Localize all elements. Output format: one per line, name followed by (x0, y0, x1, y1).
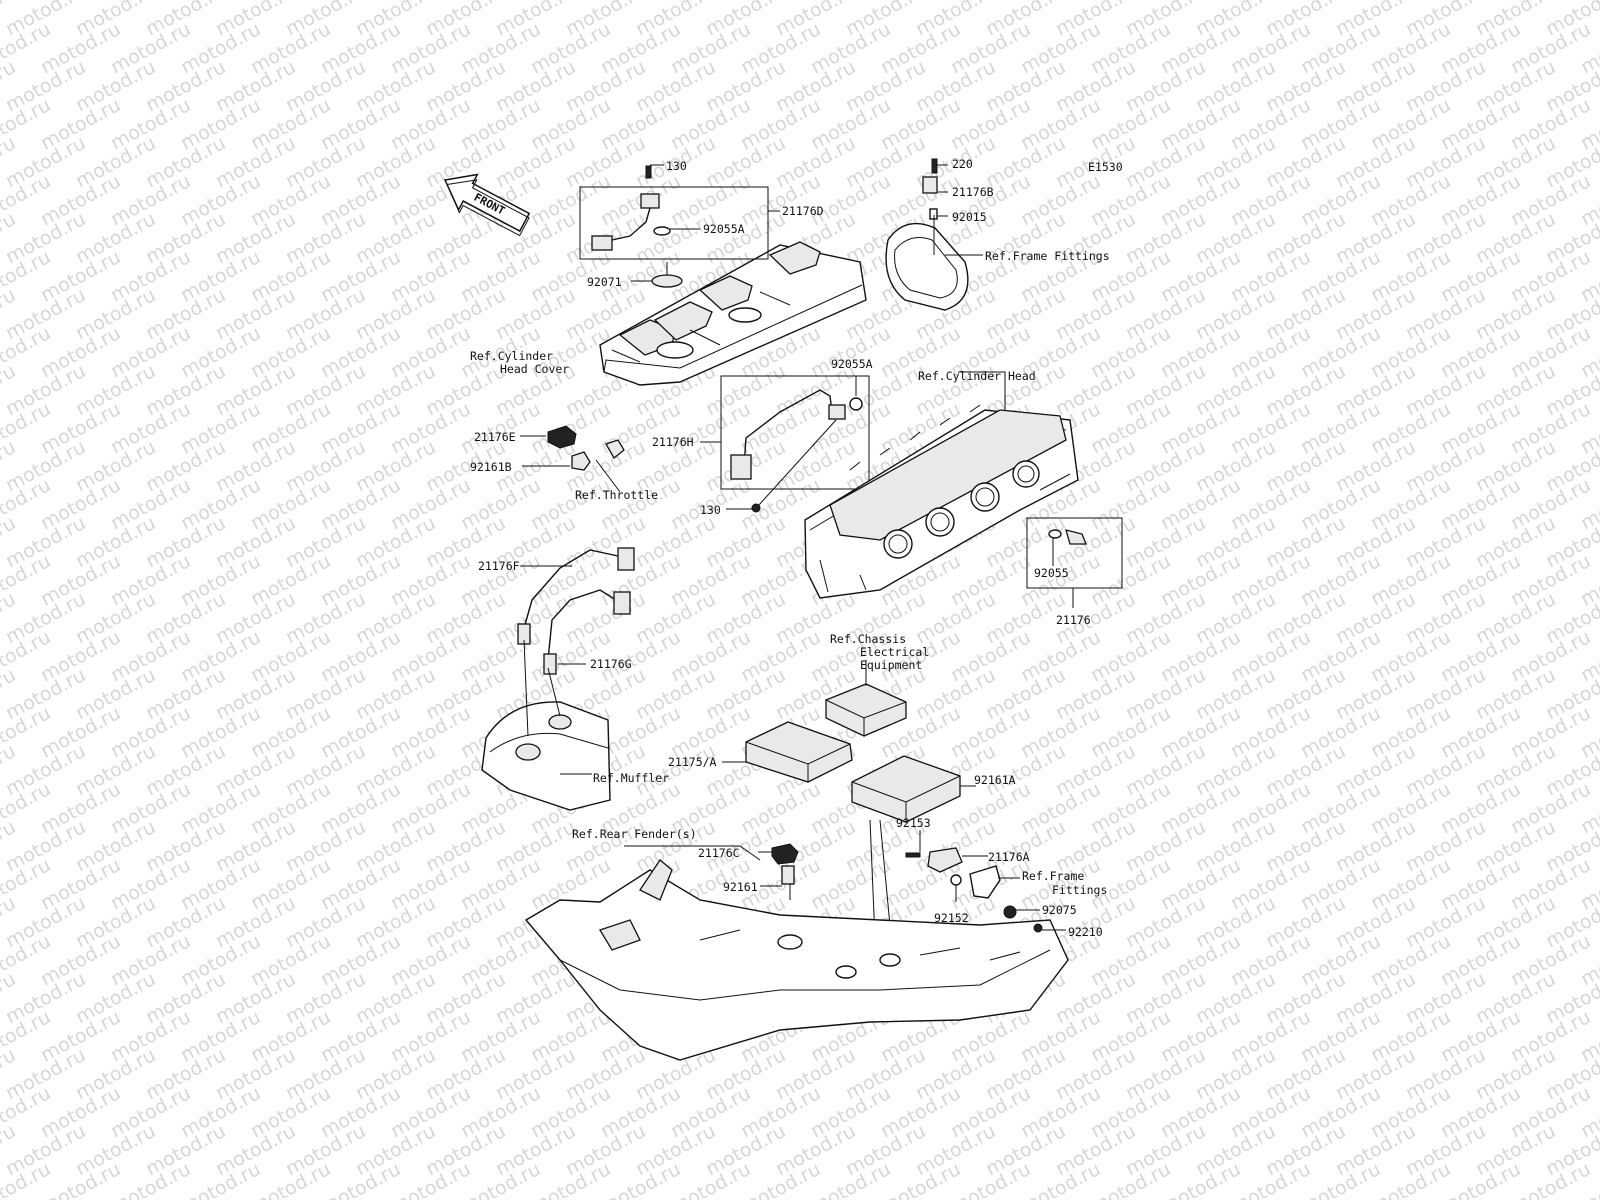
label-ref-rear-fender: Ref.Rear Fender(s) (572, 827, 697, 841)
label-92153: 92153 (896, 816, 931, 830)
label-ref-cylinder-head: Ref.Cylinder Head (918, 369, 1036, 383)
label-92152: 92152 (934, 911, 969, 925)
label-ref-chassis-3: Equipment (860, 658, 922, 672)
front-arrow-icon: FRONT (443, 173, 531, 237)
sensor-21176B (885, 158, 983, 311)
label-21176E: 21176E (474, 430, 516, 444)
sensor-21176H (700, 375, 870, 513)
label-ref-cylinder-head-cover-2: Head Cover (500, 362, 569, 376)
label-21176B: 21176B (952, 185, 994, 199)
o2-sensors (517, 547, 635, 675)
label-21175A: 21175/A (668, 755, 717, 769)
cylinder-head-cover (599, 241, 867, 386)
label-21176A: 21176A (988, 850, 1030, 864)
label-92071: 92071 (587, 275, 622, 289)
label-92161A: 92161A (974, 773, 1016, 787)
watermark-text: motod.ru (0, 1196, 19, 1200)
label-220: 220 (952, 157, 973, 171)
label-ref-frame-fittings-low-1: Ref.Frame (1022, 869, 1084, 883)
label-92055A-top: 92055A (703, 222, 745, 236)
label-ref-chassis-1: Ref.Chassis (830, 632, 906, 646)
label-ref-muffler: Ref.Muffler (593, 771, 669, 785)
sensor-21176E (520, 425, 625, 493)
sensor-21176A (905, 830, 1066, 933)
label-ref-chassis-2: Electrical (860, 645, 929, 659)
label-21176: 21176 (1056, 613, 1091, 627)
label-ref-throttle: Ref.Throttle (575, 488, 658, 502)
label-21176H: 21176H (652, 435, 694, 449)
label-21176G: 21176G (590, 657, 632, 671)
watermark-text: motod.ru (1577, 0, 1600, 2)
muffler (481, 639, 611, 811)
cylinder-head (804, 371, 1079, 599)
labels: 130 21176D 92055A 92071 Ref.Cylinder Hea… (470, 157, 1110, 939)
label-92015: 92015 (952, 210, 987, 224)
label-92161B: 92161B (470, 460, 512, 474)
label-92161: 92161 (723, 880, 758, 894)
diagram-code: E1530 (1088, 160, 1123, 174)
label-ref-cylinder-head-cover-1: Ref.Cylinder (470, 349, 553, 363)
sensor-21176C (758, 843, 799, 900)
label-92055A-mid: 92055A (831, 357, 873, 371)
label-21176F: 21176F (478, 559, 520, 573)
ecu-units (722, 660, 976, 1011)
sensor-21176 (1026, 517, 1123, 608)
sensor-21176D (579, 164, 780, 288)
label-130-mid: 130 (700, 503, 721, 517)
label-21176D: 21176D (782, 204, 824, 218)
label-92210: 92210 (1068, 925, 1103, 939)
label-92055: 92055 (1034, 566, 1069, 580)
label-130-top: 130 (666, 159, 687, 173)
label-92075: 92075 (1042, 903, 1077, 917)
label-ref-frame-fittings-low-2: Fittings (1052, 883, 1107, 897)
label-ref-frame-fittings-top: Ref.Frame Fittings (985, 249, 1110, 263)
label-21176C: 21176C (698, 846, 740, 860)
rear-fender (524, 845, 1069, 1061)
